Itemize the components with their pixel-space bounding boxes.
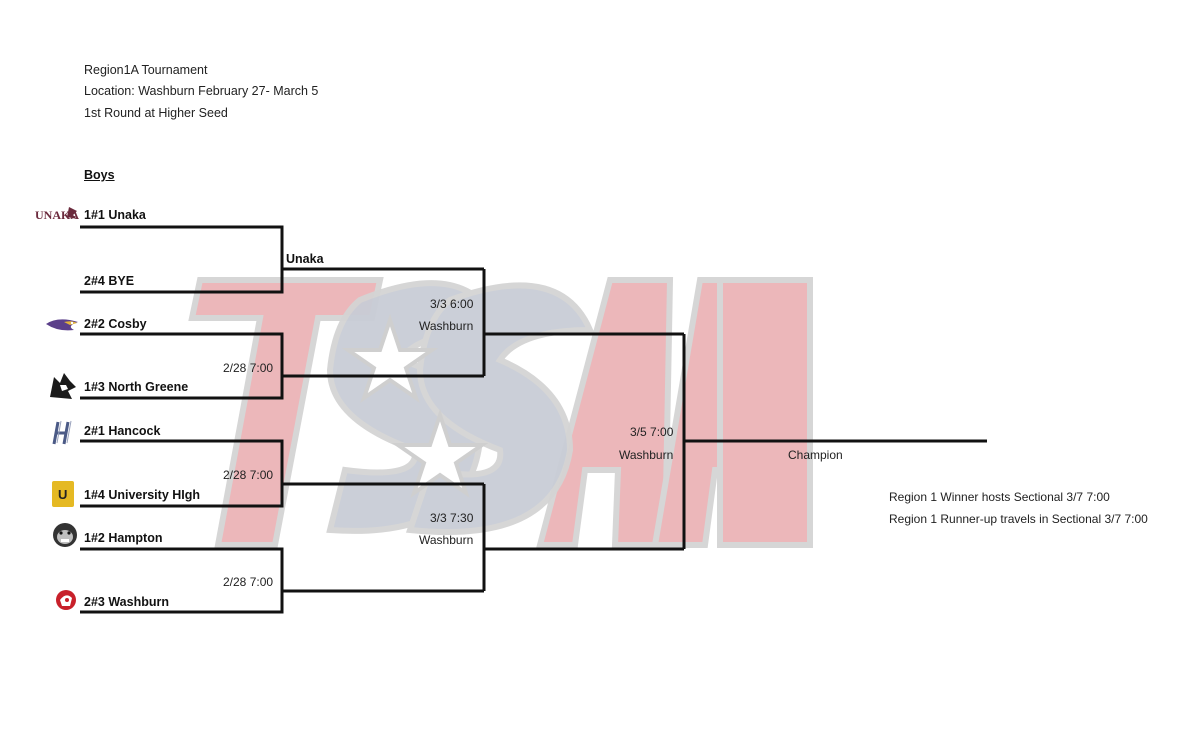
champion-label: Champion	[788, 448, 843, 462]
eagle-logo	[44, 314, 80, 334]
unaka-logo: UNAKA	[33, 203, 79, 225]
team-slot-8: 2#3 Washburn	[84, 595, 169, 609]
team-slot-1: 1#1 Unaka	[84, 208, 146, 222]
u-logo: U	[52, 481, 74, 507]
first-round-note: 1st Round at Higher Seed	[84, 106, 228, 120]
svg-text:U: U	[58, 487, 67, 502]
team-slot-6: 1#4 University HIgh	[84, 488, 201, 502]
section-title: Boys	[84, 168, 115, 182]
tournament-location: Location: Washburn February 27- March 5	[84, 84, 319, 98]
round1-time-4: 2/28 7:00	[223, 575, 274, 589]
round1-winner-1: Unaka	[286, 252, 324, 266]
semi1-time: 3/3 6:00	[430, 297, 474, 311]
team-slot-5: 2#1 Hancock	[84, 424, 161, 438]
semi2-site: Washburn	[419, 533, 474, 547]
round1-time-2: 2/28 7:00	[223, 361, 274, 375]
team-slot-4: 1#3 North Greene	[84, 380, 189, 394]
team-slot-2: 2#4 BYE	[84, 274, 135, 288]
bulldog-logo	[51, 521, 79, 549]
hancock-h-logo	[50, 420, 78, 446]
round1-time-3: 2/28 7:00	[223, 468, 274, 482]
tournament-title: Region1A Tournament	[84, 63, 208, 77]
final-time: 3/5 7:00	[630, 425, 674, 439]
final-site: Washburn	[619, 448, 674, 462]
semi1-site: Washburn	[419, 319, 474, 333]
note-winner: Region 1 Winner hosts Sectional 3/7 7:00	[889, 490, 1110, 504]
semi2-time: 3/3 7:30	[430, 511, 474, 525]
husky-logo	[46, 369, 78, 401]
pirate-logo	[54, 588, 78, 612]
team-slot-3: 2#2 Cosby	[84, 317, 147, 331]
note-runner-up: Region 1 Runner-up travels in Sectional …	[889, 512, 1148, 526]
team-slot-7: 1#2 Hampton	[84, 531, 163, 545]
